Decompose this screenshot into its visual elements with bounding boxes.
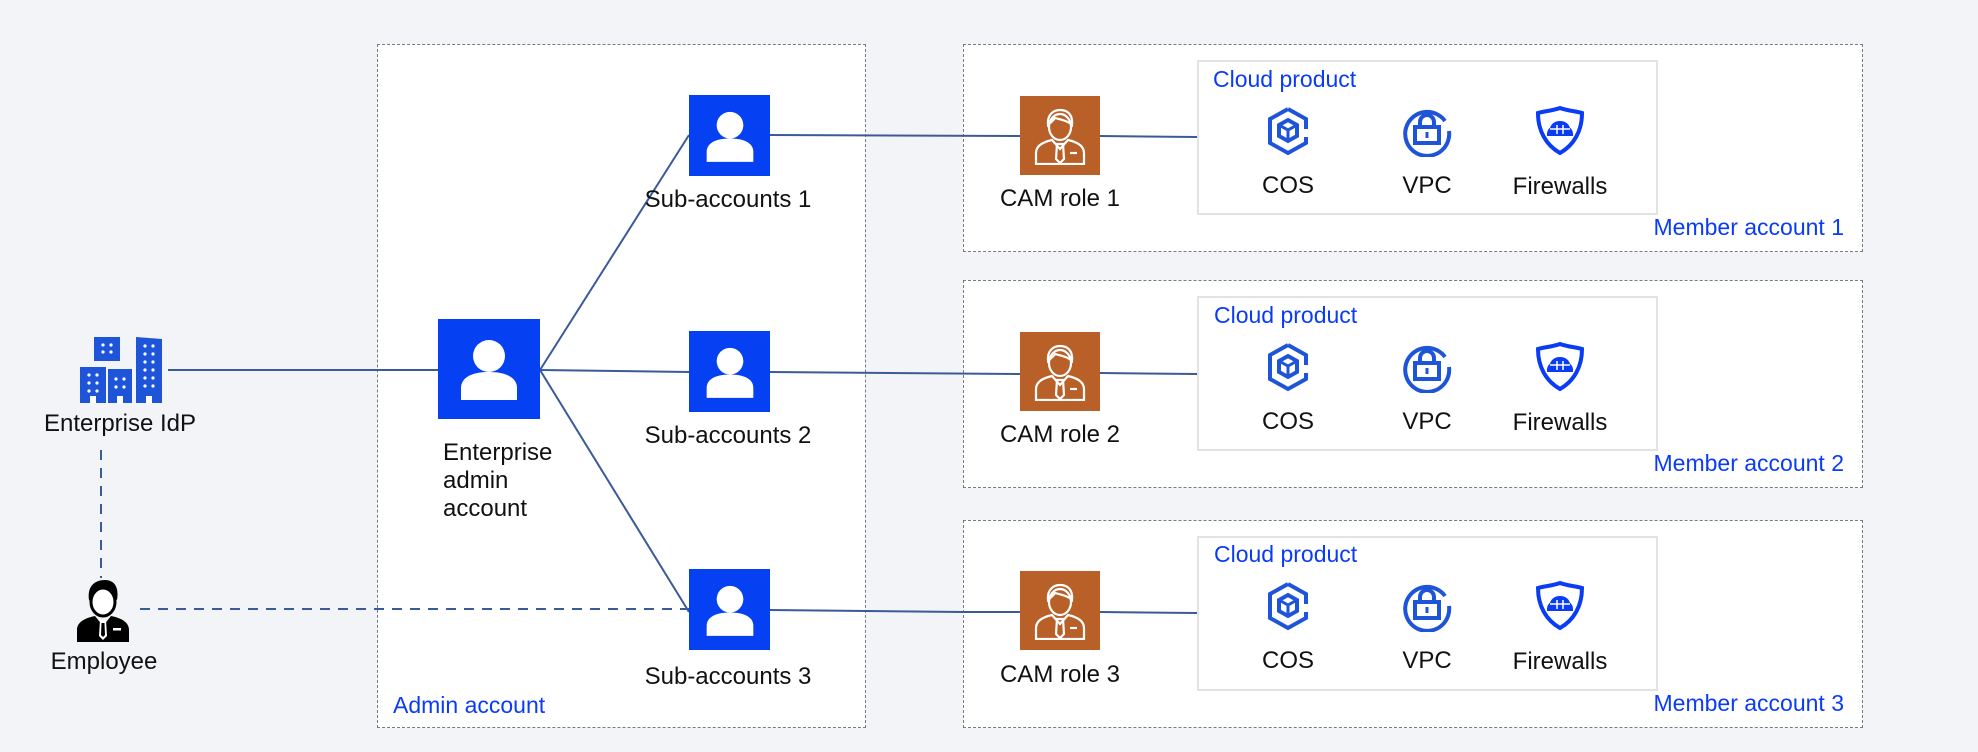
product-label-cos-2: COS — [1261, 408, 1315, 435]
enterprise-admin-label-line-3: account — [443, 495, 528, 522]
user-icon — [706, 585, 753, 636]
admin-to-sub2-line — [539, 369, 690, 373]
enterprise-admin-label: Enterprise admin account — [443, 439, 552, 523]
enterprise-admin-label-line-2: admin — [443, 467, 509, 494]
cam-role-label-2: CAM role 2 — [999, 421, 1121, 448]
role3-to-product3-line — [1099, 611, 1198, 614]
user-icon — [706, 111, 753, 162]
firewall-icon[interactable] — [1534, 341, 1586, 393]
enterprise-admin-tile[interactable] — [438, 319, 540, 419]
cloud-product-title-3: Cloud product — [1214, 541, 1358, 567]
vpc-icon[interactable] — [1401, 105, 1453, 158]
cam-role-tile-2[interactable] — [1020, 332, 1100, 411]
product-label-firewalls-1: Firewalls — [1512, 173, 1608, 200]
product-label-vpc-2: VPC — [1402, 408, 1452, 435]
cos-icon[interactable] — [1262, 105, 1314, 157]
sub-account-tile-1[interactable] — [689, 95, 770, 176]
cloud-product-box-3 — [1197, 536, 1658, 691]
vpc-icon[interactable] — [1401, 580, 1453, 633]
firewall-icon[interactable] — [1534, 580, 1586, 632]
role-person-icon — [1034, 344, 1086, 401]
cloud-product-title-1: Cloud product — [1213, 66, 1357, 92]
vpc-icon[interactable] — [1401, 341, 1453, 394]
product-label-cos-1: COS — [1261, 172, 1315, 199]
sub-account-label-3: Sub-accounts 3 — [644, 663, 812, 690]
sub-account-tile-3[interactable] — [689, 569, 770, 650]
enterprise-admin-label-line-1: Enterprise — [443, 439, 553, 466]
user-icon — [706, 347, 753, 398]
admin-to-sub3-line — [539, 369, 690, 613]
sub-account-tile-2[interactable] — [689, 331, 770, 412]
member-account-label-2: Member account 2 — [1653, 450, 1844, 476]
cos-icon[interactable] — [1262, 341, 1314, 393]
admin-account-label: Admin account — [393, 692, 546, 718]
sub1-to-role1-line — [769, 134, 1021, 137]
cloud-product-title-2: Cloud product — [1214, 302, 1358, 328]
admin-to-sub1-line — [539, 134, 690, 371]
product-label-firewalls-3: Firewalls — [1512, 648, 1608, 675]
role2-to-product2-line — [1099, 372, 1198, 375]
employee-icon — [75, 578, 131, 642]
user-icon — [461, 340, 517, 400]
cam-role-tile-3[interactable] — [1020, 571, 1100, 650]
role1-to-product1-line — [1099, 135, 1198, 138]
product-label-firewalls-2: Firewalls — [1512, 409, 1608, 436]
cam-role-label-1: CAM role 1 — [999, 185, 1121, 212]
sub-account-label-1: Sub-accounts 1 — [644, 186, 812, 213]
firewall-icon[interactable] — [1534, 105, 1586, 157]
cam-role-label-3: CAM role 3 — [999, 661, 1121, 688]
cos-icon[interactable] — [1262, 580, 1314, 632]
sub-account-label-2: Sub-accounts 2 — [644, 422, 812, 449]
sub2-to-role2-line — [769, 371, 1021, 375]
idp-label: Enterprise IdP — [43, 410, 197, 437]
member-account-label-1: Member account 1 — [1653, 214, 1844, 240]
cam-role-tile-1[interactable] — [1020, 96, 1100, 175]
product-label-vpc-1: VPC — [1402, 172, 1452, 199]
role-person-icon — [1034, 108, 1086, 165]
employee-label: Employee — [50, 648, 158, 675]
product-label-vpc-3: VPC — [1402, 647, 1452, 674]
role-person-icon — [1034, 583, 1086, 640]
sub3-to-member3-line — [769, 609, 964, 613]
member-account-label-3: Member account 3 — [1653, 690, 1844, 716]
product-label-cos-3: COS — [1261, 647, 1315, 674]
buildings-icon — [80, 337, 166, 403]
